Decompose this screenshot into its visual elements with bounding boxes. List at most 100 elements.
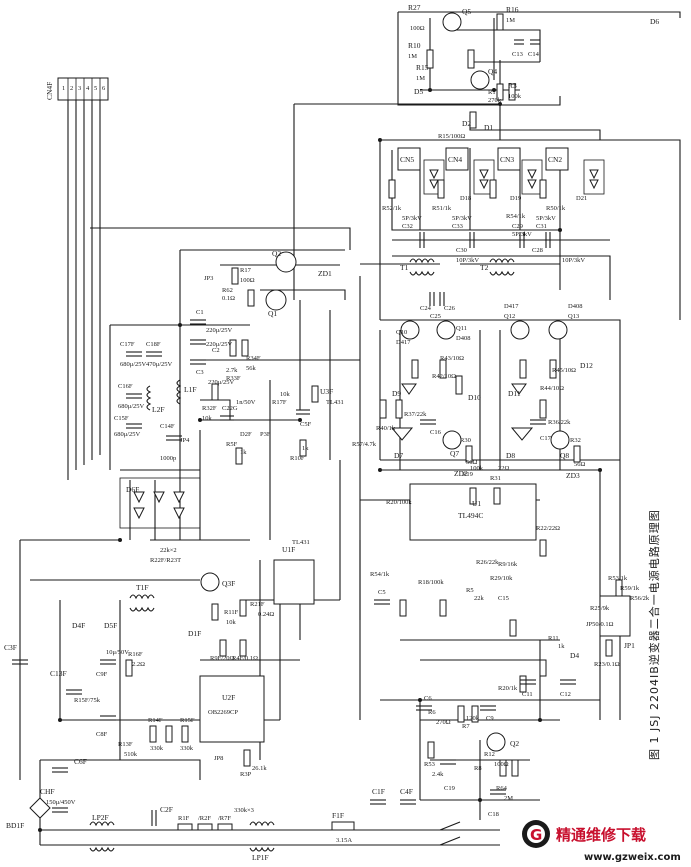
label-q4: Q4 <box>488 67 497 76</box>
label-r17: R17 <box>240 267 252 274</box>
label-q5: Q5 <box>462 7 471 16</box>
label-zd1: ZD1 <box>318 269 332 278</box>
figure-caption: 图 1 JSJ 2204IB逆变器二合一电源电路原理图 <box>647 509 661 760</box>
label-c18f: C18F <box>146 341 161 348</box>
label-r12-value: 100Ω <box>494 761 509 768</box>
label-r30-value: 56Ω <box>466 459 478 466</box>
label-c29-value: 5P/3kV <box>512 231 532 238</box>
label-r15: R15 <box>416 63 429 72</box>
label-d11: D11 <box>508 389 521 398</box>
label-r21f-value: 0.24Ω <box>258 611 274 618</box>
label-d2: D2 <box>462 119 471 128</box>
label-c19: C19 <box>444 785 455 792</box>
label-c26: C26 <box>444 305 456 312</box>
label-r2f: /R2F <box>198 815 211 822</box>
label-zd2: ZD2 <box>454 469 468 478</box>
label-r19: R19 <box>462 471 473 478</box>
label-r16-value: 1M <box>506 17 515 24</box>
label-c17f-value: 680μ/25V <box>120 361 147 368</box>
inductors <box>89 379 275 852</box>
label-d4f: D4F <box>72 621 85 630</box>
label-r53-1k: R53/1k <box>608 575 628 582</box>
label-d18: D18 <box>460 195 471 202</box>
label-d9: D9 <box>392 389 401 398</box>
label-r33f-value: 2.7k <box>226 367 238 374</box>
label-d5: D5 <box>414 87 423 96</box>
label-jp3: JP3 <box>204 275 213 282</box>
label-r52: R52/1k <box>382 205 402 212</box>
label-r64: R64 <box>496 785 508 792</box>
label-c8f: C8F <box>96 731 108 738</box>
label-c9: C9 <box>486 715 494 722</box>
label-q2-lower: Q2 <box>510 739 519 748</box>
label-r64-value: 2M <box>504 795 513 802</box>
label-t1f: T1F <box>136 583 149 592</box>
pin-1: 1 <box>62 85 65 92</box>
label-r16f-value: 2.2Ω <box>132 661 145 668</box>
label-r51: R51/1k <box>432 205 452 212</box>
label-r16: R16 <box>506 5 519 14</box>
ic-packages <box>199 483 631 743</box>
label-d417-a: D417 <box>396 339 411 346</box>
pin-2: 2 <box>70 85 73 92</box>
label-zd3: ZD3 <box>566 471 580 480</box>
label-c11: C11 <box>522 691 533 698</box>
watermark: G 精通维修下载 www.gzweix.com <box>522 820 681 863</box>
label-l1f: L1F <box>184 385 197 394</box>
label-q12: Q12 <box>504 313 515 320</box>
label-r5: R5 <box>466 587 474 594</box>
label-d21: D21 <box>576 195 587 202</box>
label-c32: C32 <box>402 223 413 230</box>
label-jp50: JP50/0.1Ω <box>586 621 614 628</box>
label-c15: C15 <box>498 595 509 602</box>
label-c30-value: 10P/3kV <box>456 257 479 264</box>
ic-u2f-ob2269cp <box>199 675 265 743</box>
label-r62-value: 0.1Ω <box>222 295 235 302</box>
label-r33f: R33F <box>226 375 241 382</box>
label-c28-value: 10P/3kV <box>562 257 585 264</box>
label-r45: R45/10Ω <box>552 367 576 374</box>
label-r5-value: 22k <box>474 595 485 602</box>
label-c9f-value: 10μ/50V <box>106 649 129 656</box>
label-c2-value: 220μ/25V <box>206 341 233 348</box>
label-c9f: C9F <box>96 671 108 678</box>
label-r17f: R17F <box>272 399 287 406</box>
label-c5f: C5F <box>300 421 312 428</box>
label-r31: R31 <box>490 475 501 482</box>
label-d7: D7 <box>394 451 403 460</box>
label-r10-value: 1M <box>408 53 417 60</box>
label-r11f: R11F <box>224 609 239 616</box>
pin-5: 5 <box>94 85 97 92</box>
label-r15-100: R15/100Ω <box>438 133 465 140</box>
label-d10: D10 <box>468 393 481 402</box>
label-d417-b: D417 <box>504 303 519 310</box>
label-c22g: C22G <box>222 405 238 412</box>
diode-bridges <box>29 383 534 819</box>
label-q10: Q10 <box>396 329 407 336</box>
label-c33: C33 <box>452 223 463 230</box>
label-d4: D4 <box>570 651 579 660</box>
label-q1: Q1 <box>268 309 277 318</box>
label-r14f-value: 330k <box>150 745 164 752</box>
label-u2f: U2F <box>222 693 235 702</box>
label-r27: R27 <box>408 3 421 12</box>
capacitors <box>12 39 576 826</box>
label-c3f: C3F <box>4 643 17 652</box>
label-t2: T2 <box>480 263 489 272</box>
label-d6f: D6F <box>126 485 139 494</box>
label-c1: C1 <box>196 309 204 316</box>
label-r31-value: 22Ω <box>498 465 510 472</box>
label-d8: D8 <box>506 451 515 460</box>
label-d1: D1 <box>484 123 493 132</box>
label-jp4: JP4 <box>180 437 190 444</box>
label-r10f: R10F <box>290 455 305 462</box>
label-r18: R18/100k <box>418 579 444 586</box>
label-jp8: JP8 <box>214 755 223 762</box>
label-r7f: /R7F <box>218 815 231 822</box>
label-f1f: F1F <box>332 811 344 820</box>
label-r29: R29/10k <box>490 575 513 582</box>
label-r15-value: 1M <box>416 75 425 82</box>
label-r25: R25/9k <box>590 605 610 612</box>
label-c14f-value: 1000p <box>160 455 176 462</box>
label-c16: C16 <box>430 429 442 436</box>
